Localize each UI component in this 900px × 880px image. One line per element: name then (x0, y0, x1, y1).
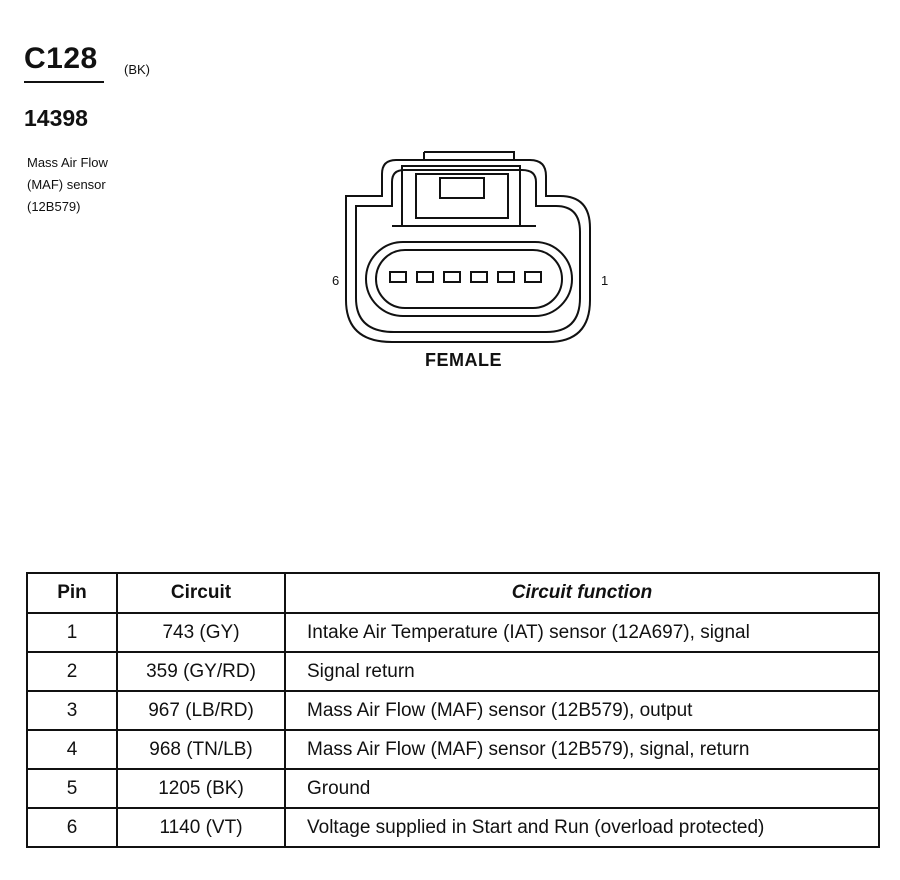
pin-cavity-3 (470, 271, 488, 283)
cell-circuit: 1140 (VT) (116, 807, 286, 848)
cell-circuit: 1205 (BK) (116, 768, 286, 809)
header-pin: Pin (26, 572, 118, 614)
latch-inner (415, 173, 509, 219)
cell-circuit: 359 (GY/RD) (116, 651, 286, 692)
cell-pin: 2 (26, 651, 118, 692)
locking-tab (424, 151, 515, 160)
component-desc-line-2: (MAF) sensor (27, 177, 106, 192)
cell-function: Mass Air Flow (MAF) sensor (12B579), sig… (284, 729, 880, 770)
connector-id: C128 (24, 42, 98, 75)
header-circuit: Circuit (116, 572, 286, 614)
latch-window (439, 177, 485, 199)
pin-cavity-2 (497, 271, 515, 283)
pin-cavity-frame-inner (375, 249, 563, 309)
header-circuit-function: Circuit function (284, 572, 880, 614)
cell-function: Intake Air Temperature (IAT) sensor (12A… (284, 612, 880, 653)
pin-cavity-1 (524, 271, 542, 283)
pin-cavity-5 (416, 271, 434, 283)
table-row: 3 967 (LB/RD) Mass Air Flow (MAF) sensor… (26, 690, 880, 731)
cell-function: Ground (284, 768, 880, 809)
pin-label-right: 1 (601, 273, 609, 288)
cell-pin: 5 (26, 768, 118, 809)
cell-function: Voltage supplied in Start and Run (overl… (284, 807, 880, 848)
cell-function: Mass Air Flow (MAF) sensor (12B579), out… (284, 690, 880, 731)
connector-housing-inner (355, 169, 581, 333)
pin-cavity-6 (389, 271, 407, 283)
pin-table: Pin Circuit Circuit function 1 743 (GY) … (26, 572, 880, 848)
cell-pin: 1 (26, 612, 118, 653)
part-number: 14398 (24, 105, 88, 131)
cell-circuit: 743 (GY) (116, 612, 286, 653)
table-row: 2 359 (GY/RD) Signal return (26, 651, 880, 692)
cell-function: Signal return (284, 651, 880, 692)
cell-circuit: 967 (LB/RD) (116, 690, 286, 731)
table-row: 1 743 (GY) Intake Air Temperature (IAT) … (26, 612, 880, 653)
pin-cavity-4 (443, 271, 461, 283)
table-header-row: Pin Circuit Circuit function (26, 572, 880, 614)
component-description: Mass Air Flow (MAF) sensor (12B579) (27, 152, 108, 218)
connector-id-underline (24, 81, 104, 83)
connector-housing-outer (345, 159, 591, 343)
cell-pin: 3 (26, 690, 118, 731)
cell-pin: 4 (26, 729, 118, 770)
table-row: 5 1205 (BK) Ground (26, 768, 880, 809)
pin-cavity-frame-outer (365, 241, 573, 317)
component-desc-line-3: (12B579) (27, 199, 81, 214)
connector-face-diagram (345, 151, 591, 343)
connector-color-code: (BK) (124, 62, 150, 77)
connector-gender-label: FEMALE (425, 350, 502, 370)
table-row: 6 1140 (VT) Voltage supplied in Start an… (26, 807, 880, 848)
component-desc-line-1: Mass Air Flow (27, 155, 108, 170)
pin-label-left: 6 (332, 273, 340, 288)
cell-pin: 6 (26, 807, 118, 848)
table-row: 4 968 (TN/LB) Mass Air Flow (MAF) sensor… (26, 729, 880, 770)
cell-circuit: 968 (TN/LB) (116, 729, 286, 770)
